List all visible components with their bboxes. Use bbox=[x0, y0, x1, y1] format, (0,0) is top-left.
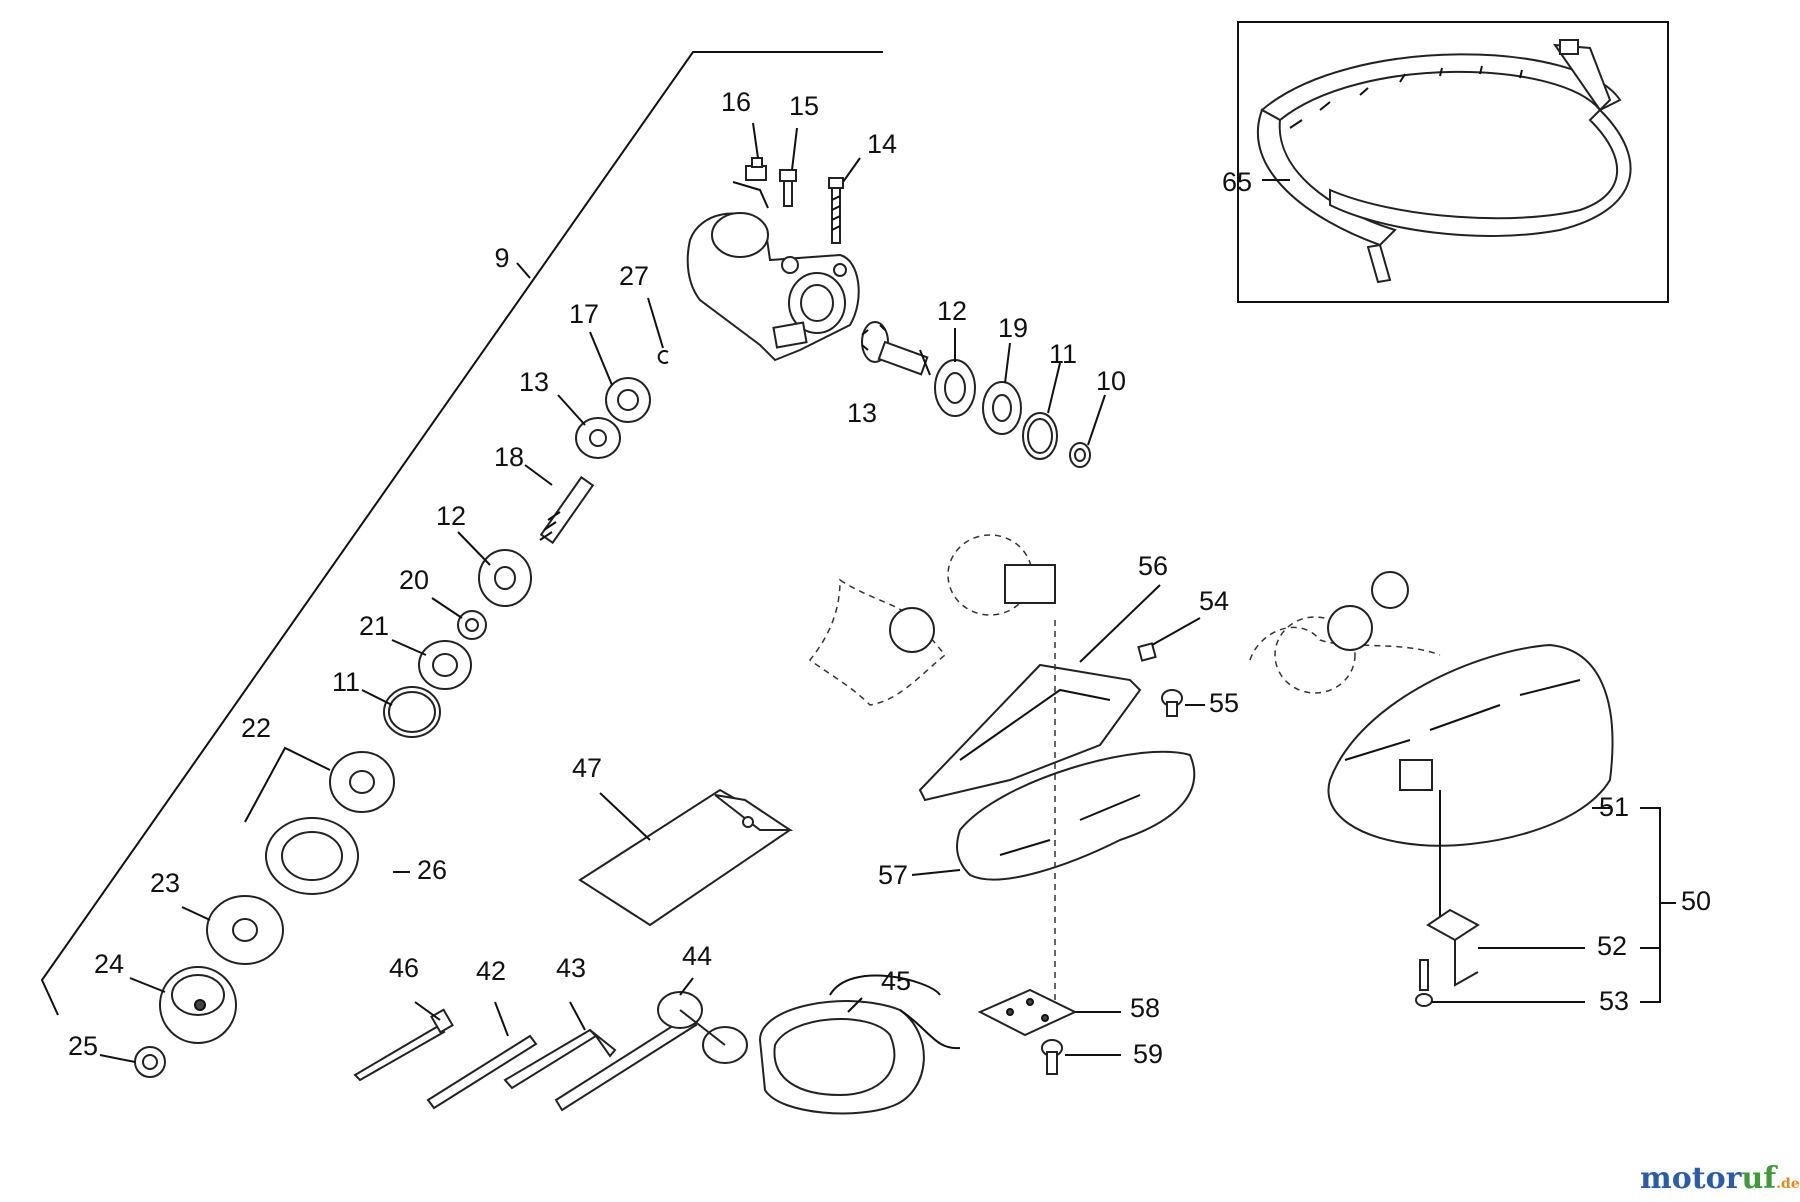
guard-57-part bbox=[956, 750, 1196, 881]
callout-42: 42 bbox=[476, 956, 506, 986]
callout-12-left: 12 bbox=[436, 501, 466, 531]
callout-45: 45 bbox=[881, 966, 911, 996]
reference-head-outline bbox=[808, 534, 1056, 706]
callout-12-right: 12 bbox=[937, 296, 967, 326]
bearing-12-left-part bbox=[478, 549, 532, 607]
callout-53: 53 bbox=[1599, 986, 1629, 1016]
callout-21: 21 bbox=[359, 611, 389, 641]
callout-26: 26 bbox=[417, 855, 447, 885]
hex-key-43-part bbox=[503, 1028, 617, 1090]
screw-53-part bbox=[1415, 959, 1433, 1007]
callout-46: 46 bbox=[389, 953, 419, 983]
plate-58-part bbox=[977, 988, 1078, 1037]
callout-16: 16 bbox=[721, 87, 751, 117]
reference-head-outline-right bbox=[1249, 571, 1441, 694]
callout-11-left: 11 bbox=[332, 667, 360, 697]
guard-51-part bbox=[1327, 643, 1614, 847]
watermark-suffix: .de bbox=[1776, 1176, 1800, 1192]
group-9-bracket bbox=[40, 51, 883, 1016]
callout-17: 17 bbox=[569, 299, 599, 329]
callout-43: 43 bbox=[556, 953, 586, 983]
snap-ring-11-right-part bbox=[1022, 412, 1058, 460]
safety-goggles-45-part bbox=[758, 974, 961, 1115]
callout-19: 19 bbox=[998, 313, 1028, 343]
bolt-59-part bbox=[1041, 1039, 1063, 1075]
callout-9: 9 bbox=[494, 243, 509, 273]
bevel-gear-13-part bbox=[575, 417, 621, 459]
callout-54: 54 bbox=[1199, 586, 1229, 616]
bolt-14-part bbox=[828, 177, 844, 244]
callout-15: 15 bbox=[789, 91, 819, 121]
pinion-gear-13-part bbox=[861, 321, 929, 376]
trimmer-line-coil-part bbox=[1256, 39, 1632, 284]
watermark-brand-b: uf bbox=[1741, 1161, 1778, 1196]
gearbox-housing-part bbox=[686, 212, 860, 362]
callout-47: 47 bbox=[572, 753, 602, 783]
callout-51: 51 bbox=[1599, 792, 1629, 822]
bearing-17-part bbox=[605, 377, 651, 423]
leader-lines bbox=[99, 122, 1610, 1063]
callout-55: 55 bbox=[1209, 688, 1239, 718]
watermark-brand-a: motor bbox=[1640, 1161, 1743, 1196]
oil-seal-21-part bbox=[418, 640, 472, 690]
bracket-22 bbox=[244, 746, 331, 823]
inset-box-65 bbox=[1237, 21, 1669, 303]
watermark-logo: motoruf.de bbox=[1640, 1161, 1800, 1196]
cable-tie-46-part bbox=[353, 1008, 454, 1082]
callout-57: 57 bbox=[878, 860, 908, 890]
callout-10: 10 bbox=[1096, 366, 1126, 396]
svg-text:motoruf.de: motoruf.de bbox=[1640, 1161, 1800, 1196]
snap-ring-11-left-part bbox=[383, 686, 441, 738]
plate-23-part bbox=[206, 895, 284, 965]
bracket-52-part bbox=[1426, 908, 1480, 987]
callout-18: 18 bbox=[494, 442, 524, 472]
callout-11-right: 11 bbox=[1049, 339, 1077, 369]
callout-65: 65 bbox=[1222, 167, 1252, 197]
callout-27: 27 bbox=[619, 261, 649, 291]
callout-24: 24 bbox=[94, 949, 124, 979]
callout-labels: 9 16 15 14 27 17 13 18 12 20 21 11 22 26… bbox=[68, 87, 1711, 1069]
cover-26-part bbox=[265, 817, 359, 895]
callout-25: 25 bbox=[68, 1031, 98, 1061]
tool-bag-47-part bbox=[578, 788, 794, 927]
rod-42-part bbox=[426, 1034, 538, 1110]
callout-13-left: 13 bbox=[519, 367, 549, 397]
bolt-55-part bbox=[1161, 689, 1183, 717]
callout-22: 22 bbox=[241, 713, 271, 743]
callout-13-right: 13 bbox=[847, 398, 877, 428]
callout-52: 52 bbox=[1597, 931, 1627, 961]
box-wrench-44-part bbox=[554, 991, 748, 1112]
callout-58: 58 bbox=[1130, 993, 1160, 1023]
bearing-12-right-part bbox=[934, 359, 976, 417]
spindle-18-part bbox=[539, 475, 595, 545]
bearing-19-part bbox=[982, 381, 1022, 435]
callout-20: 20 bbox=[399, 565, 429, 595]
holder-22-part bbox=[329, 751, 395, 813]
bracket-50 bbox=[1640, 807, 1676, 1003]
nut-25-part bbox=[134, 1046, 166, 1078]
callout-56: 56 bbox=[1138, 551, 1168, 581]
callout-14: 14 bbox=[867, 129, 897, 159]
washer-10-part bbox=[1069, 442, 1091, 468]
circlip-27-part bbox=[657, 350, 669, 364]
cover-24-part bbox=[159, 966, 237, 1044]
callout-59: 59 bbox=[1133, 1039, 1163, 1069]
bolt-15-part bbox=[779, 169, 797, 207]
callout-44: 44 bbox=[682, 941, 712, 971]
collar-20-part bbox=[457, 610, 487, 640]
callout-50: 50 bbox=[1681, 886, 1711, 916]
nut-54-part bbox=[1137, 642, 1157, 662]
plug-16-part bbox=[745, 157, 767, 181]
callout-23: 23 bbox=[150, 868, 180, 898]
